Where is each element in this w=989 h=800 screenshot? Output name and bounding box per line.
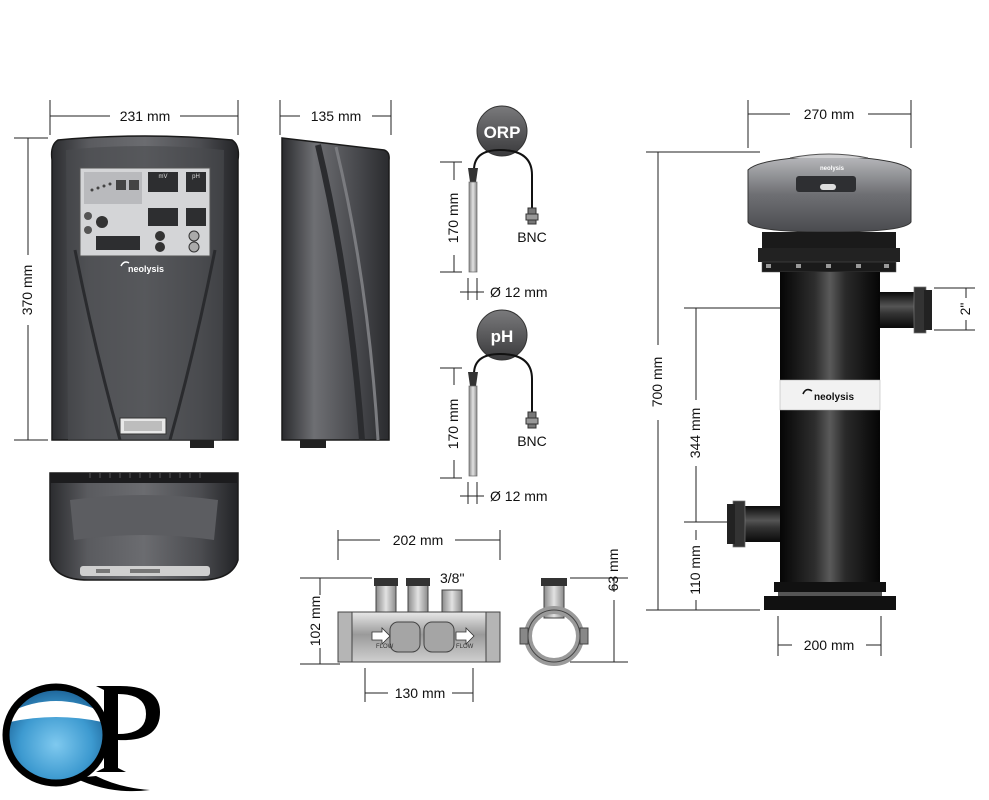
ph-probe: pH BNC 170 mm Ø 12 mm xyxy=(440,309,548,504)
inlet-height-label: 344 mm xyxy=(687,408,703,459)
unit-brand: neolysis xyxy=(128,264,164,274)
base-height-label: 110 mm xyxy=(687,545,703,595)
chamber-height-label: 700 mm xyxy=(649,357,665,408)
control-unit-bottom xyxy=(49,472,239,581)
flow-label-left: FLOW xyxy=(376,644,394,650)
ph-badge: pH xyxy=(491,327,514,346)
port-size-label: 2" xyxy=(957,303,973,316)
orp-length-label: 170 mm xyxy=(445,193,461,244)
uv-chamber: 270 mm 700 mm 344 mm 110 mm neolysis xyxy=(646,100,975,656)
unit-depth-label: 135 mm xyxy=(311,108,362,124)
probe-manifold: 202 mm 102 mm 3/8" FLOW FLOW 130 mm xyxy=(300,530,501,702)
manifold-height-label: 102 mm xyxy=(307,596,323,647)
ph-diameter-label: Ø 12 mm xyxy=(490,488,548,504)
clamp-end-view: 63 mm xyxy=(519,549,628,666)
qp-logo xyxy=(2,683,160,792)
panel-ph-label: pH xyxy=(192,174,200,180)
chamber-brand: neolysis xyxy=(814,392,854,403)
unit-width-label: 231 mm xyxy=(120,108,171,124)
manifold-spacing-label: 130 mm xyxy=(395,685,446,701)
ph-connector-label: BNC xyxy=(517,433,547,449)
orp-connector-label: BNC xyxy=(517,229,547,245)
chamber-width-label: 270 mm xyxy=(804,106,855,122)
clamp-height-label: 63 mm xyxy=(605,549,621,592)
manifold-port-label: 3/8" xyxy=(440,570,464,586)
head-brand: neolysis xyxy=(820,166,845,172)
unit-height-label: 370 mm xyxy=(19,265,35,316)
orp-badge: ORP xyxy=(484,123,521,142)
flow-label-right: FLOW xyxy=(456,644,474,650)
orp-probe: ORP BNC 170 mm Ø 12 mm xyxy=(440,105,548,300)
orp-diameter-label: Ø 12 mm xyxy=(490,284,548,300)
ph-length-label: 170 mm xyxy=(445,399,461,450)
control-unit-side: 135 mm xyxy=(279,100,392,448)
base-width-label: 200 mm xyxy=(804,637,855,653)
control-unit-front: 231 mm 370 mm mV pH neolysis xyxy=(14,100,240,448)
manifold-length-label: 202 mm xyxy=(393,532,444,548)
panel-mv-label: mV xyxy=(159,174,168,180)
